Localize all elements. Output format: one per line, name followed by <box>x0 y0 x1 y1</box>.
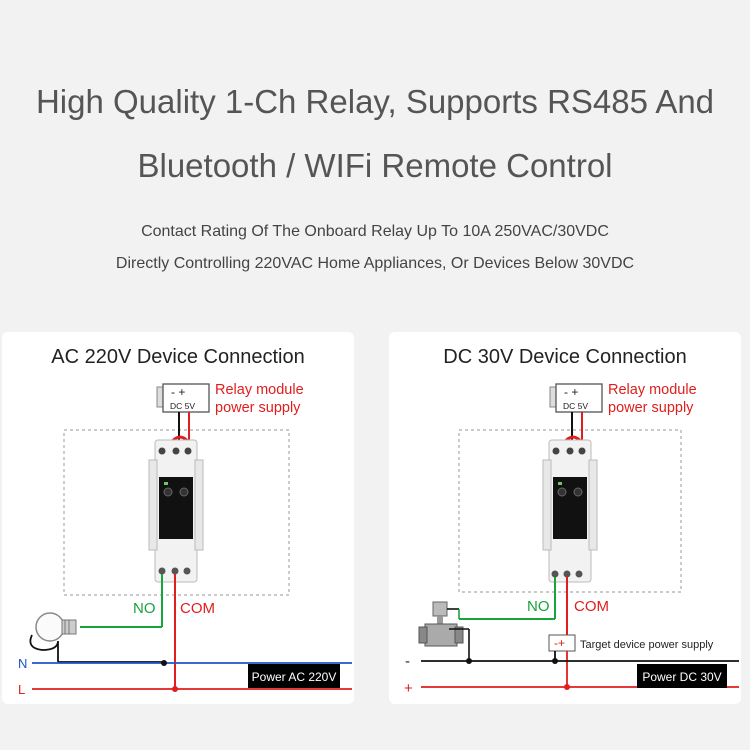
target-power-supply: -+ <box>548 634 576 652</box>
line-negative-label: - <box>405 653 410 670</box>
positive-junction <box>564 684 570 690</box>
ac-panel-title: AC 220V Device Connection <box>51 346 305 368</box>
subtitle-line-2: Directly Controlling 220VAC Home Applian… <box>115 255 635 272</box>
dashed-enclosure <box>63 429 290 596</box>
live-junction <box>172 686 178 692</box>
relay-module <box>542 439 598 583</box>
dc-5v-supply: - + DC 5V <box>549 383 603 413</box>
supply-polarity: - + <box>564 385 578 399</box>
bulb-return-wire <box>29 634 59 651</box>
supply-polarity: - + <box>171 385 185 399</box>
dc-5v-supply: - + DC 5V <box>156 383 210 413</box>
relay-module <box>148 439 204 583</box>
power-label: Power AC 220V <box>252 670 337 684</box>
light-bulb-icon <box>35 612 77 642</box>
relay-supply-label-1: Relay module <box>215 382 304 398</box>
dashed-enclosure <box>458 429 682 593</box>
solenoid-valve-icon <box>418 601 464 647</box>
line-n-label: N <box>18 656 27 671</box>
power-label-box <box>248 664 340 688</box>
subtitle-line-1: Contact Rating Of The Onboard Relay Up T… <box>141 223 609 240</box>
dc-panel-title: DC 30V Device Connection <box>443 346 687 368</box>
headline-line-1: High Quality 1-Ch Relay, Supports RS485 … <box>35 83 715 120</box>
line-positive-label: + <box>404 680 413 697</box>
relay-supply-label-2: power supply <box>215 400 301 416</box>
power-label-box <box>637 664 727 688</box>
neutral-junction <box>161 660 167 666</box>
power-label: Power DC 30V <box>642 670 721 684</box>
relay-supply-label-2: power supply <box>608 400 694 416</box>
no-label: NO <box>133 600 156 617</box>
dc-wiring-diagram: - + DC 5V Relay module power supply <box>404 382 739 697</box>
line-l-label: L <box>18 682 25 697</box>
supply-label: DC 5V <box>563 401 588 411</box>
no-label: NO <box>527 598 550 615</box>
target-polarity: -+ <box>554 636 565 650</box>
supply-label: DC 5V <box>170 401 195 411</box>
headline-line-2: Bluetooth / WIFi Remote Control <box>137 147 613 184</box>
target-supply-label: Target device power supply <box>580 639 714 651</box>
ac-connection-panel: AC 220V Device Connection - + DC 5V Rela… <box>2 332 354 704</box>
negative-junction <box>552 658 558 664</box>
relay-supply-label-1: Relay module <box>608 382 697 398</box>
dc-connection-panel: DC 30V Device Connection - + DC 5V Relay… <box>389 332 741 704</box>
com-label: COM <box>180 600 215 617</box>
com-label: COM <box>574 598 609 615</box>
ac-wiring-diagram: - + DC 5V Relay module power supply <box>18 382 352 697</box>
